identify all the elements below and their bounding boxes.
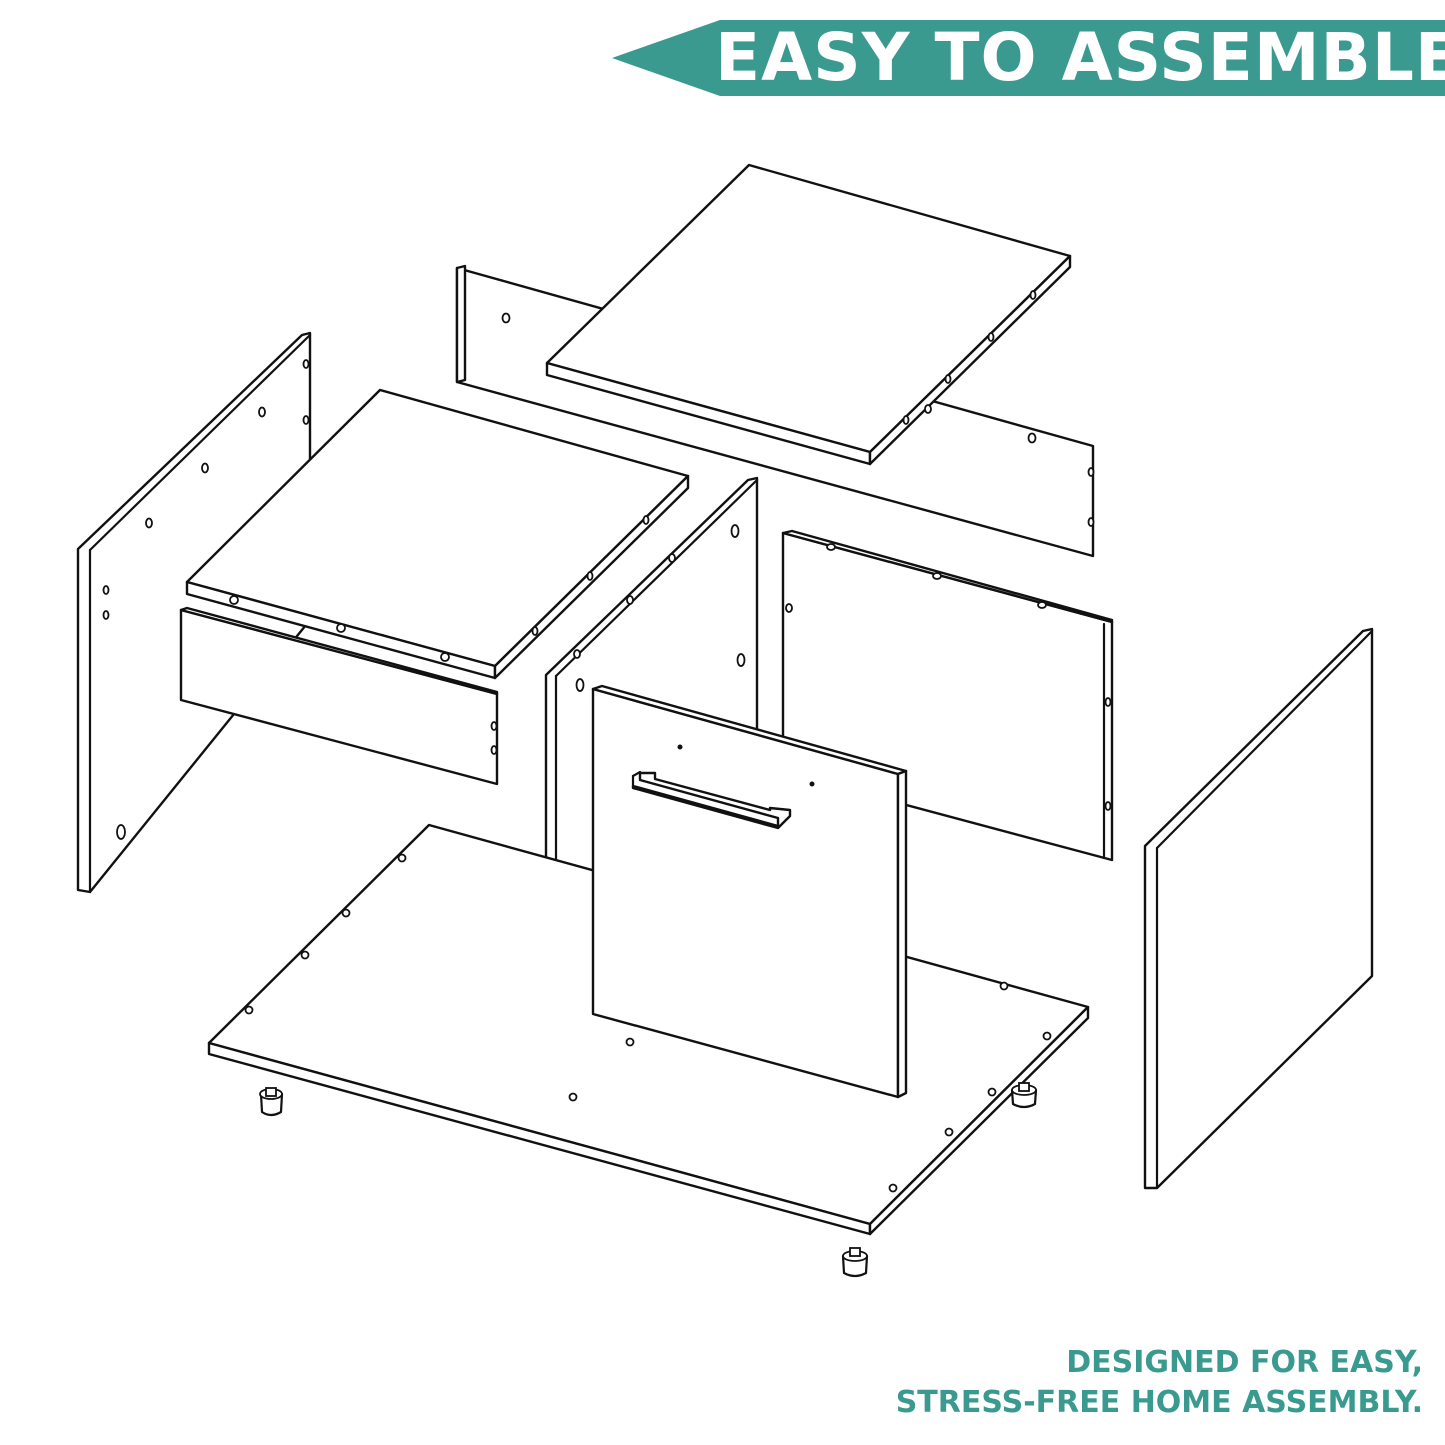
right-side-panel	[1143, 627, 1374, 1190]
door-panel	[591, 684, 908, 1099]
footer-caption-line-1: DESIGNED FOR EASY,	[1066, 1345, 1423, 1380]
foot-back-right	[1010, 1082, 1038, 1109]
banner-title: EASY TO ASSEMBLE	[715, 19, 1445, 96]
foot-front-left	[259, 1087, 284, 1117]
title-banner	[612, 20, 1445, 96]
footer-caption-line-2: STRESS-FREE HOME ASSEMBLY.	[895, 1385, 1423, 1420]
banner-arrow-shape	[612, 20, 1445, 96]
top-panel	[545, 163, 1072, 466]
footer-caption: DESIGNED FOR EASY, STRESS-FREE HOME ASSE…	[723, 1343, 1423, 1423]
foot-front-right	[841, 1247, 869, 1278]
middle-shelf-panel	[185, 388, 690, 680]
door-handle	[631, 770, 792, 830]
front-rail-panel	[179, 606, 499, 786]
